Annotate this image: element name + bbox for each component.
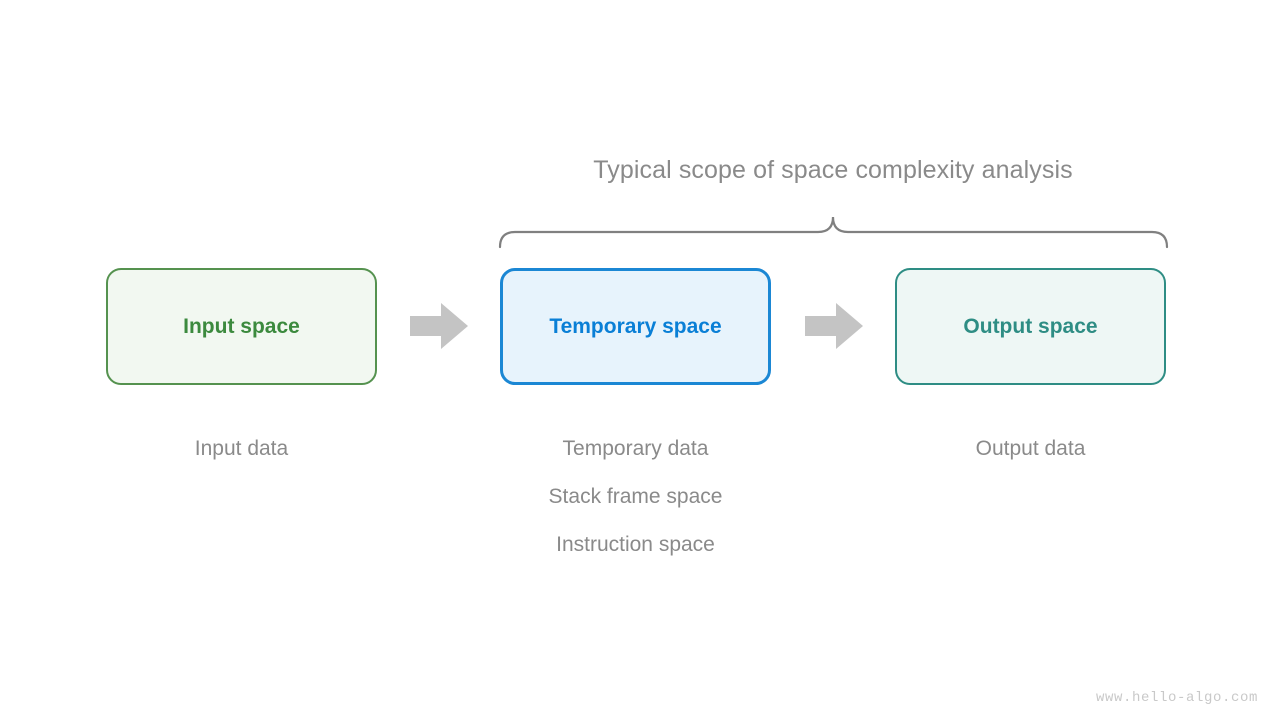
temporary-space-label: Temporary space [549,314,722,338]
temporary-space-box[interactable]: Temporary space [500,268,771,385]
scope-title: Typical scope of space complexity analys… [593,156,1073,184]
arrow-temporary-to-output-icon [805,303,863,349]
input-space-box[interactable]: Input space [106,268,377,385]
caption-text: Temporary data [562,437,709,460]
caption-text: Output data [975,437,1086,460]
temporary-captions: Temporary data Stack frame space Instruc… [500,425,771,569]
scope-brace-icon [498,216,1169,249]
watermark: www.hello-algo.com [1095,690,1258,706]
output-captions: Output data [895,425,1166,473]
input-space-label: Input space [183,314,300,338]
arrow-input-to-temporary-icon [410,303,468,349]
caption-text: Input data [194,437,289,460]
caption-text: Instruction space [556,533,715,556]
caption-text: Stack frame space [548,485,723,508]
input-captions: Input data [106,425,377,473]
output-space-label: Output space [963,314,1098,338]
output-space-box[interactable]: Output space [895,268,1166,385]
